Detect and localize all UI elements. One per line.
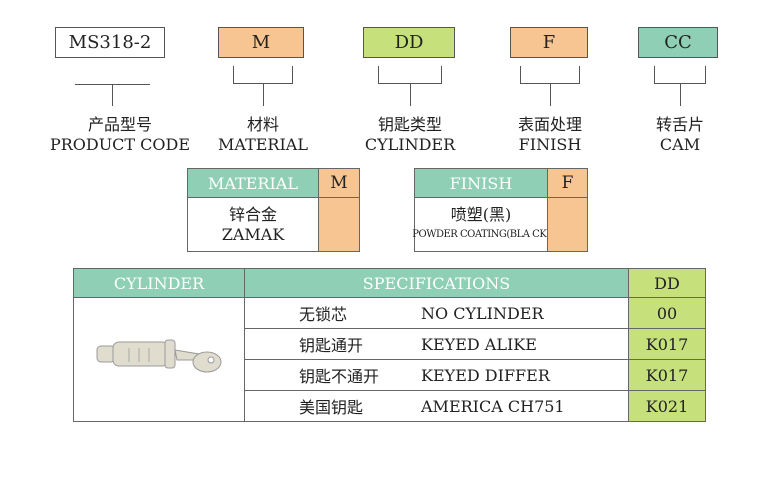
code-text: M (251, 32, 271, 53)
bracket (680, 84, 681, 106)
code-text: K017 (645, 334, 689, 354)
bracket (112, 84, 113, 106)
material-table-code: M (318, 168, 360, 198)
spec-zh: 钥匙不通开 (299, 367, 380, 386)
value-zh: 锌合金 (228, 204, 277, 224)
finish-table-code-cell (547, 197, 588, 252)
code-text: M (330, 173, 348, 193)
bracket (263, 84, 264, 106)
spec-row: 无锁芯 NO CYLINDER (244, 297, 629, 329)
specifications-rows: 无锁芯 NO CYLINDER 钥匙通开 KEYED ALIKE 钥匙不通开 KEYE… (244, 297, 706, 422)
value-en: POWDER COATING(BLA CK) (412, 228, 550, 240)
dd-header: DD (628, 268, 706, 298)
product-code-box: MS318-2 (55, 27, 165, 58)
spec-row: 钥匙不通开 KEYED DIFFER (244, 359, 629, 391)
finish-table-header: FINISH (414, 168, 548, 198)
label-zh: 材料 (246, 115, 279, 134)
header-text: MATERIAL (208, 173, 298, 193)
bracket (378, 66, 442, 84)
spec-code: K017 (628, 328, 706, 360)
finish-table-value: 喷塑(黑) POWDER COATING(BLA CK) (412, 197, 550, 252)
label-en: CAM (659, 135, 701, 154)
spec-en: AMERICA CH751 (421, 396, 565, 416)
bracket (410, 84, 411, 106)
label-en: CYLINDER (364, 135, 456, 154)
spec-code: K021 (628, 390, 706, 422)
header-text: DD (654, 273, 680, 293)
header-text: FINISH (449, 173, 513, 193)
spec-row: 钥匙通开 KEYED ALIKE (244, 328, 629, 360)
value-en: ZAMAK (221, 224, 285, 244)
lock-cylinder-icon (96, 339, 222, 372)
bracket (520, 66, 580, 84)
code-text: K017 (645, 365, 689, 385)
code-text: 00 (656, 303, 678, 323)
spec-zh: 钥匙通开 (299, 336, 364, 355)
spec-code: K017 (628, 359, 706, 391)
label-en: PRODUCT CODE (49, 135, 191, 154)
label-en: FINISH (518, 135, 582, 154)
code-text: DD (394, 32, 424, 53)
finish-code-box: F (510, 27, 588, 58)
material-code-box: M (218, 27, 304, 58)
material-table-header: MATERIAL (187, 168, 319, 198)
spec-code: 00 (628, 297, 706, 329)
code-text: MS318-2 (68, 32, 152, 53)
label-zh: 产品型号 (87, 115, 152, 134)
spec-en: KEYED DIFFER (421, 365, 550, 385)
bracket (233, 66, 293, 84)
cylinder-code-box: DD (363, 27, 455, 58)
label-zh: 表面处理 (517, 115, 582, 134)
header-text: SPECIFICATIONS (362, 273, 511, 293)
label-en: MATERIAL (218, 135, 308, 154)
cam-code-box: CC (638, 27, 718, 58)
label-zh: 转舌片 (655, 115, 704, 134)
label-zh: 钥匙类型 (377, 115, 442, 134)
code-text: K021 (645, 396, 689, 416)
header-text: CYLINDER (113, 273, 205, 293)
spec-en: NO CYLINDER (421, 303, 544, 323)
cylinder-header: CYLINDER (73, 268, 245, 298)
code-text: CC (664, 32, 692, 53)
bracket (550, 84, 551, 106)
value-zh: 喷塑(黑) (450, 204, 512, 224)
spec-row: 美国钥匙 AMERICA CH751 (244, 390, 629, 422)
code-text: F (542, 32, 556, 53)
material-table-code-cell (318, 197, 360, 252)
cylinder-image-cell (73, 297, 245, 422)
bracket (654, 66, 706, 84)
specifications-header: SPECIFICATIONS (244, 268, 629, 298)
spec-en: KEYED ALIKE (421, 334, 537, 354)
code-text: F (561, 173, 574, 193)
finish-table-code: F (547, 168, 588, 198)
spec-zh: 无锁芯 (299, 305, 348, 324)
spec-zh: 美国钥匙 (299, 398, 364, 417)
